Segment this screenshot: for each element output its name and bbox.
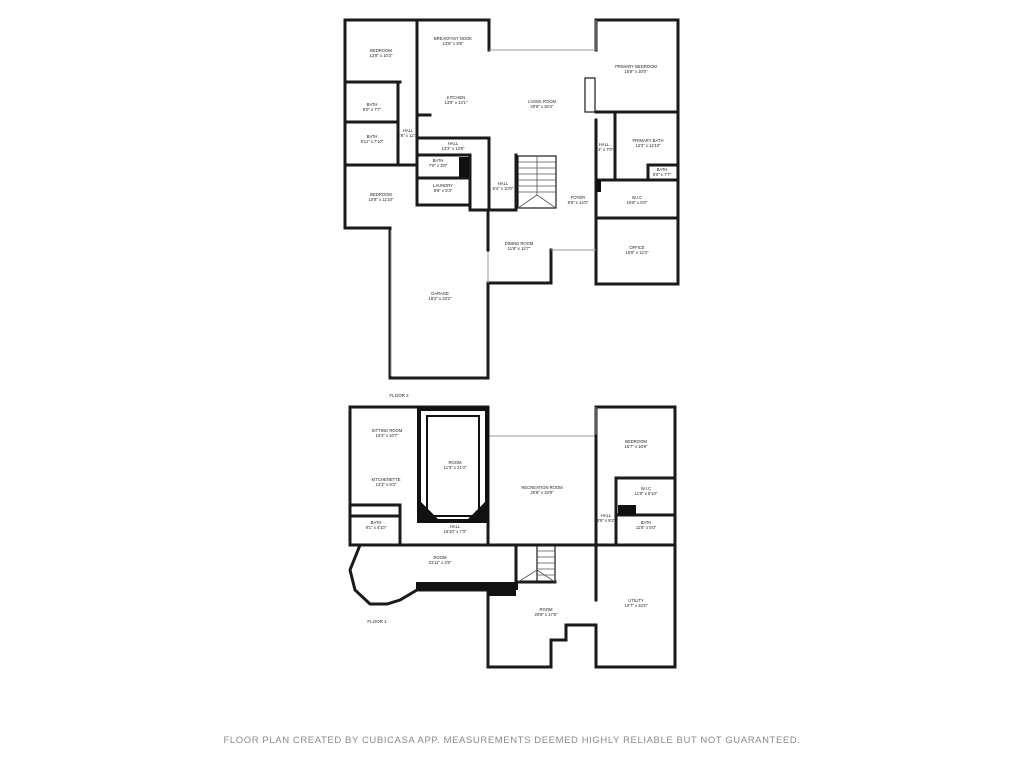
room-name-label: BATH [367,134,378,139]
room-dims-label: 3'4" x 7'0" [595,147,614,152]
room-dims-label: 11'8" x 12'7" [508,246,531,251]
room-name-label: BEDROOM [370,192,392,197]
floor2-fireplace [584,77,596,113]
floor1-wall-bay [348,543,490,606]
room-name-label: HALL [498,181,509,186]
room-name-label: BATH [657,167,668,172]
room-name-label: KITCHENETTE [371,477,400,482]
room-name-label: BATH [371,520,382,525]
room-dims-label: 10'7" x 24'2" [625,603,648,608]
room-dims-label: 13'3" x 13'8" [442,146,465,151]
room-dims-label: 20'8" x 17'8" [535,612,558,617]
room-dims-label: 8'8" x 14'0" [568,200,589,205]
floor2-shower-block [459,157,469,177]
room-dims-label: 31'11" x 4'8" [429,560,452,565]
room-dims-label: 10'8" x 11'10" [369,197,394,202]
room-dims-label: 15'8" x 12'3" [626,250,649,255]
room-name-label: BATH [641,520,652,525]
floor1-solid-block [488,582,516,596]
room-name-label: RECREATION ROOM [521,485,563,490]
room-dims-label: 8'9" x 8'2" [597,518,616,523]
room-name-label: OFFICE [629,245,645,250]
room-name-label: KITCHEN [447,95,465,100]
room-name-label: DINING ROOM [505,241,534,246]
room-name-label: SITTING ROOM [372,428,403,433]
room-dims-label: 12'8" x 10'3" [370,53,393,58]
room-name-label: HALL [403,128,414,133]
floor2-wall-block [596,180,601,192]
room-name-label: ROOM [539,607,553,612]
room-dims-label: 3'6" x 12'1" [398,133,419,138]
room-dims-label: 13'8" x 8'8" [443,41,464,46]
room-dims-label: 5'0" x 7'7" [653,172,672,177]
floor1-staircase [517,544,556,583]
room-dims-label: 9'1" x 4'10" [366,525,387,530]
room-dims-label: 13'3" x 12'10" [635,143,661,148]
floor1-wic-block [618,505,636,515]
room-dims-label: 20'8" x 33'9" [531,490,554,495]
room-dims-label: 11'3" x 21'4" [444,465,467,470]
room-name-label: BEDROOM [625,439,647,444]
room-dims-label: 18'2" x 33'3" [429,296,452,301]
room-dims-label: 7'0" x 3'8" [429,163,448,168]
room-name-label: BEDROOM [370,48,392,53]
room-dims-label: 13'3" x 8'3" [376,482,397,487]
room-name-label: LAUNDRY [433,183,453,188]
room-name-label: LIVING ROOM [528,99,556,104]
room-dims-label: 8'0" x 7'7" [363,107,382,112]
room-dims-label: 15'7" x 16'9" [625,444,648,449]
room-name-label: ROOM [433,555,447,560]
floor1-center-room [417,407,489,523]
floor1-solid-wall [416,582,518,590]
room-dims-label: 11'0" x 6'10" [635,491,658,496]
room-name-label: FOYER [571,195,585,200]
floor1-wall-south [486,588,598,669]
room-dims-label: 8'11" x 7'10" [361,139,384,144]
room-dims-label: 13'3" x 10'7" [376,433,399,438]
room-dims-label: 20'8" x 20'4" [531,104,554,109]
room-dims-label: 15'8" x 6'0" [627,200,648,205]
floor2-wall-south [343,226,553,380]
floor2-staircase [517,155,557,209]
room-dims-label: 13'8" x 14'1" [445,100,468,105]
room-name-label: ROOM [448,460,462,465]
room-name-label: W.I.C [632,195,642,200]
room-name-label: BREAKFAST NOOK [434,36,472,41]
room-name-label: HALL [599,142,610,147]
floor-1-plan: SITTING ROOM 13'3" x 10'7" ROOM 11'3" x … [348,405,677,669]
room-name-label: HALL [448,141,459,146]
room-dims-label: 16'10" x 7'3" [444,529,467,534]
room-dims-label: 15'8" x 20'0" [625,69,648,74]
room-dims-label: 11'8" x 5'0" [636,525,657,530]
floor-2-plan: BEDROOM 12'8" x 10'3" BREAKFAST NOOK 13'… [343,18,680,398]
room-name-label: UTILITY [628,598,644,603]
room-name-label: BATH [367,102,378,107]
room-name-label: PRIMARY BEDROOM [615,64,657,69]
room-name-label: HALL [450,524,461,529]
footer-disclaimer: FLOOR PLAN CREATED BY CUBICASA APP. MEAS… [223,735,801,746]
room-dims-label: 8'8" x 5'3" [434,188,453,193]
room-name-label: HALL [601,513,612,518]
room-name-label: BATH [433,158,444,163]
room-name-label: W.I.C [641,486,651,491]
room-name-label: PRIMARY BATH [633,138,664,143]
room-dims-label: 5'4" x 10'0" [493,186,514,191]
room-name-label: GARAGE [431,291,449,296]
floor-2-label: FLOOR 2 [389,393,409,398]
floor-1-label: FLOOR 1 [367,619,387,624]
